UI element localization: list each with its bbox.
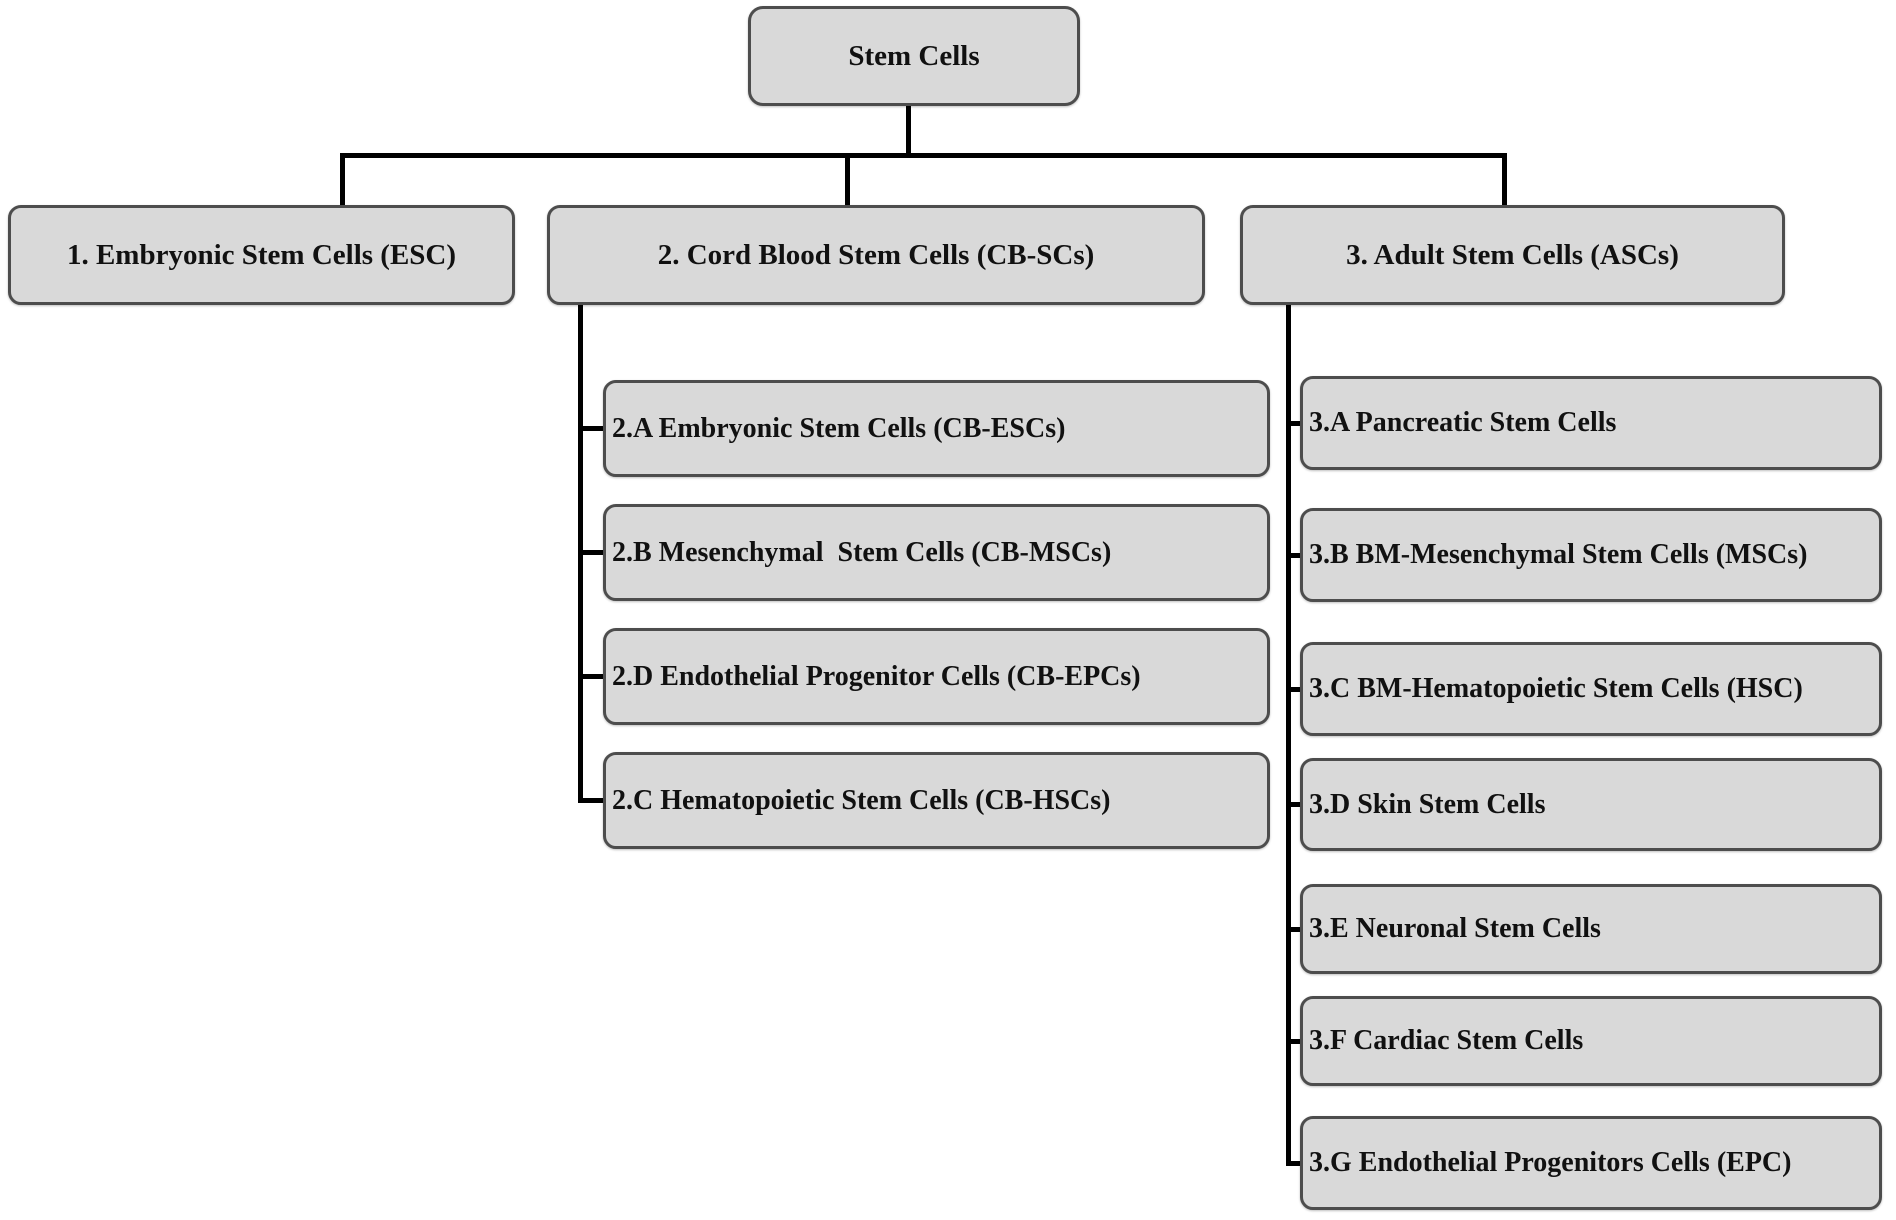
node-3a-pancreatic: 3.A Pancreatic Stem Cells bbox=[1300, 376, 1882, 470]
connector-stub-3f bbox=[1286, 1039, 1304, 1044]
node-2b-cb-mscs: 2.B Mesenchymal Stem Cells (CB-MSCs) bbox=[603, 504, 1270, 601]
connector-drop-asc bbox=[1502, 153, 1507, 207]
node-cord-blood-stem-cells: 2. Cord Blood Stem Cells (CB-SCs) bbox=[547, 205, 1205, 305]
connector-drop-cbsc bbox=[845, 153, 850, 207]
node-2a-cb-escs: 2.A Embryonic Stem Cells (CB-ESCs) bbox=[603, 380, 1270, 477]
connector-stub-2d bbox=[578, 674, 606, 679]
connector-stub-2b bbox=[578, 550, 606, 555]
connector-stub-3g bbox=[1286, 1161, 1304, 1166]
connector-level1-hline bbox=[340, 153, 1507, 158]
connector-stub-2c bbox=[578, 798, 606, 803]
node-adult-stem-cells: 3. Adult Stem Cells (ASCs) bbox=[1240, 205, 1785, 305]
node-2d-cb-epcs: 2.D Endothelial Progenitor Cells (CB-EPC… bbox=[603, 628, 1270, 725]
connector-trunk-asc bbox=[1286, 302, 1291, 1166]
connector-stub-3a bbox=[1286, 421, 1304, 426]
node-3c-bm-hematopoietic: 3.C BM-Hematopoietic Stem Cells (HSC) bbox=[1300, 642, 1882, 736]
connector-stub-3d bbox=[1286, 802, 1304, 807]
node-embryonic-stem-cells: 1. Embryonic Stem Cells (ESC) bbox=[8, 205, 515, 305]
node-3g-endothelial-progenitors: 3.G Endothelial Progenitors Cells (EPC) bbox=[1300, 1116, 1882, 1210]
connector-stub-2a bbox=[578, 426, 606, 431]
connector-root-stem bbox=[906, 106, 911, 157]
node-stem-cells: Stem Cells bbox=[748, 6, 1080, 106]
connector-drop-esc bbox=[340, 153, 345, 207]
connector-stub-3c bbox=[1286, 687, 1304, 692]
connector-stub-3b bbox=[1286, 553, 1304, 558]
node-3e-neuronal: 3.E Neuronal Stem Cells bbox=[1300, 884, 1882, 974]
node-2c-cb-hscs: 2.C Hematopoietic Stem Cells (CB-HSCs) bbox=[603, 752, 1270, 849]
node-3b-bm-mesenchymal: 3.B BM-Mesenchymal Stem Cells (MSCs) bbox=[1300, 508, 1882, 602]
node-3d-skin: 3.D Skin Stem Cells bbox=[1300, 758, 1882, 851]
node-3f-cardiac: 3.F Cardiac Stem Cells bbox=[1300, 996, 1882, 1086]
connector-stub-3e bbox=[1286, 927, 1304, 932]
